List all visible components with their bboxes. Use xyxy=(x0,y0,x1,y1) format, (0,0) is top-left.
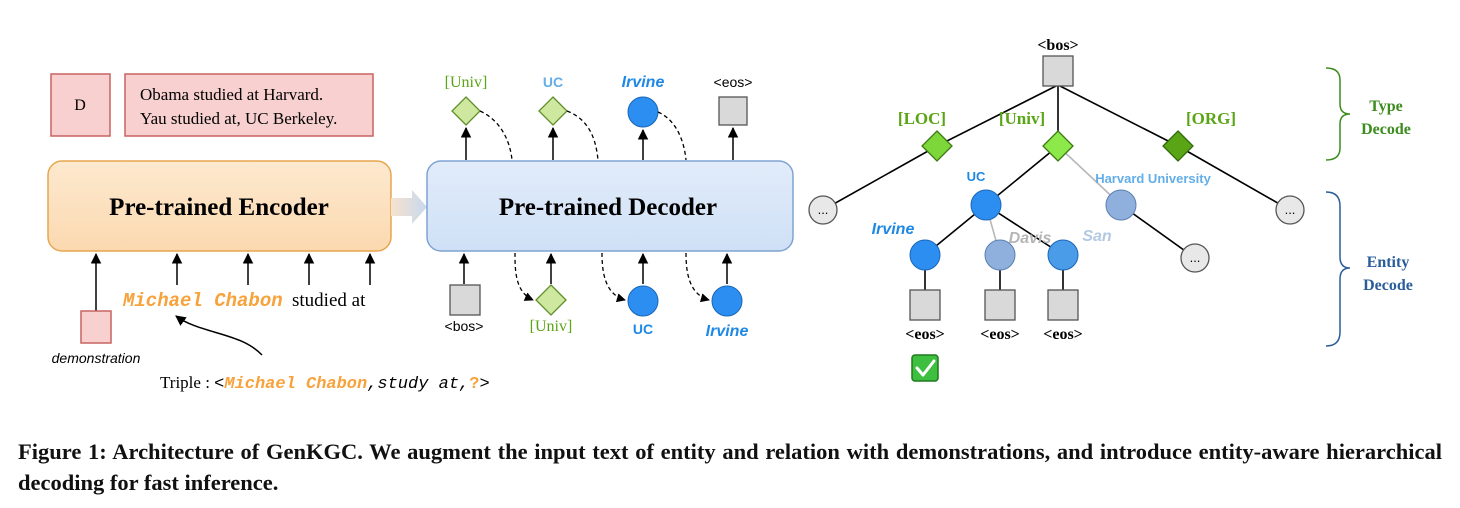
decoder-output-univ-diamond xyxy=(451,96,481,126)
decoder-output-eos-label: <eos> xyxy=(714,74,753,90)
entity-decode-label: Decode xyxy=(1363,277,1413,294)
decoder-input-uc-label: UC xyxy=(633,321,653,337)
type-decode-label: Decode xyxy=(1361,121,1411,138)
decoder-dashed-link xyxy=(514,252,534,301)
decoder-dashed-link xyxy=(685,252,710,303)
tree-type-univ-diamond xyxy=(1042,130,1074,162)
encoder-to-decoder-arrow xyxy=(391,190,427,224)
type-decode-label: Type xyxy=(1369,98,1402,115)
tree-irvine-label: Irvine xyxy=(872,221,915,238)
tree-ellipsis-node xyxy=(1275,195,1305,225)
tree-type-loc-diamond xyxy=(921,130,953,162)
decoder-label: Pre-trained Decoder xyxy=(499,194,717,221)
tree-type-org-label: [ORG] xyxy=(1186,109,1236,128)
decoder-dashed-link xyxy=(657,111,687,161)
tree-ellipsis-label: ... xyxy=(1285,202,1296,217)
tree-ellipsis-node xyxy=(1180,243,1210,273)
tree-harvard-label: Harvard University xyxy=(1095,171,1211,186)
tree-san-label: San xyxy=(1082,228,1112,245)
tree-type-loc-label: [LOC] xyxy=(898,109,946,128)
figure-caption: Figure 1: Architecture of GenKGC. We aug… xyxy=(18,439,1442,495)
decoder-input-univ-diamond xyxy=(535,284,567,316)
decoder-input-univ-label: [Univ] xyxy=(530,318,573,335)
demonstration-text-box xyxy=(124,73,374,137)
tree-eos-label: <eos> xyxy=(905,326,945,343)
tree-eos-square xyxy=(1047,289,1079,321)
tree-ellipsis-node xyxy=(808,195,838,225)
decoder-output-eos-square xyxy=(718,96,748,126)
tree-ellipsis-label: ... xyxy=(1190,250,1201,265)
decoder-input-uc-node xyxy=(627,285,659,317)
tree-eos-label: <eos> xyxy=(980,326,1020,343)
entity-decode-brace xyxy=(1325,191,1351,347)
demonstration-d-box xyxy=(50,73,111,137)
decoder-input-bos-label: <bos> xyxy=(445,318,484,334)
type-decode-brace xyxy=(1325,67,1351,161)
tree-eos-square xyxy=(909,289,941,321)
demonstration-token xyxy=(80,310,112,344)
decoder-input-irvine-node xyxy=(711,285,743,317)
decoder-dashed-link xyxy=(566,110,599,161)
tree-davis-node xyxy=(984,239,1016,271)
decoder-output-uc-label: UC xyxy=(543,74,563,90)
triple-to-input-arrow xyxy=(175,315,263,356)
triple-text: Triple : <Michael Chabon,study at,?> xyxy=(160,373,490,394)
tree-bos-label: <bos> xyxy=(1037,37,1078,54)
demonstration-line-2: Yau studied at, UC Berkeley. xyxy=(140,109,337,128)
demonstration-line-1: Obama studied at Harvard. xyxy=(140,85,323,104)
decoder-block xyxy=(426,160,794,252)
encoder-label: Pre-trained Encoder xyxy=(109,194,329,221)
demonstration-d-label: D xyxy=(74,97,86,114)
tree-san-node xyxy=(1047,239,1079,271)
decoder-dashed-link xyxy=(479,110,513,161)
tree-bos-square xyxy=(1042,55,1074,87)
tree-ellipsis-label: ... xyxy=(818,202,829,217)
tree-harvard-node xyxy=(1105,189,1137,221)
input-relation: studied at xyxy=(292,290,366,311)
decoder-output-irvine-node xyxy=(627,96,659,128)
tree-davis-label: Davis xyxy=(1009,230,1052,247)
decoder-input-irvine-label: Irvine xyxy=(706,323,749,340)
decoder-output-irvine-label: Irvine xyxy=(622,74,665,91)
check-icon xyxy=(911,354,939,382)
tree-type-org-diamond xyxy=(1162,130,1194,162)
demonstration-caption: demonstration xyxy=(52,350,141,366)
tree-uc-label: UC xyxy=(967,169,986,184)
decoder-input-bos-square xyxy=(449,284,481,316)
decoder-output-uc-diamond xyxy=(538,96,568,126)
decoder-output-univ-label: [Univ] xyxy=(445,74,488,91)
tree-uc-node xyxy=(970,189,1002,221)
tree-irvine-node xyxy=(909,239,941,271)
input-head-entity: Michael Chabon xyxy=(122,290,283,312)
tree-type-univ-label: [Univ] xyxy=(999,109,1045,128)
architecture-diagram: D Obama studied at Harvard. Yau studied … xyxy=(47,37,1413,394)
entity-decode-label: Entity xyxy=(1367,254,1410,271)
tree-eos-square xyxy=(984,289,1016,321)
tree-eos-label: <eos> xyxy=(1043,326,1083,343)
decoder-dashed-link xyxy=(601,252,626,303)
